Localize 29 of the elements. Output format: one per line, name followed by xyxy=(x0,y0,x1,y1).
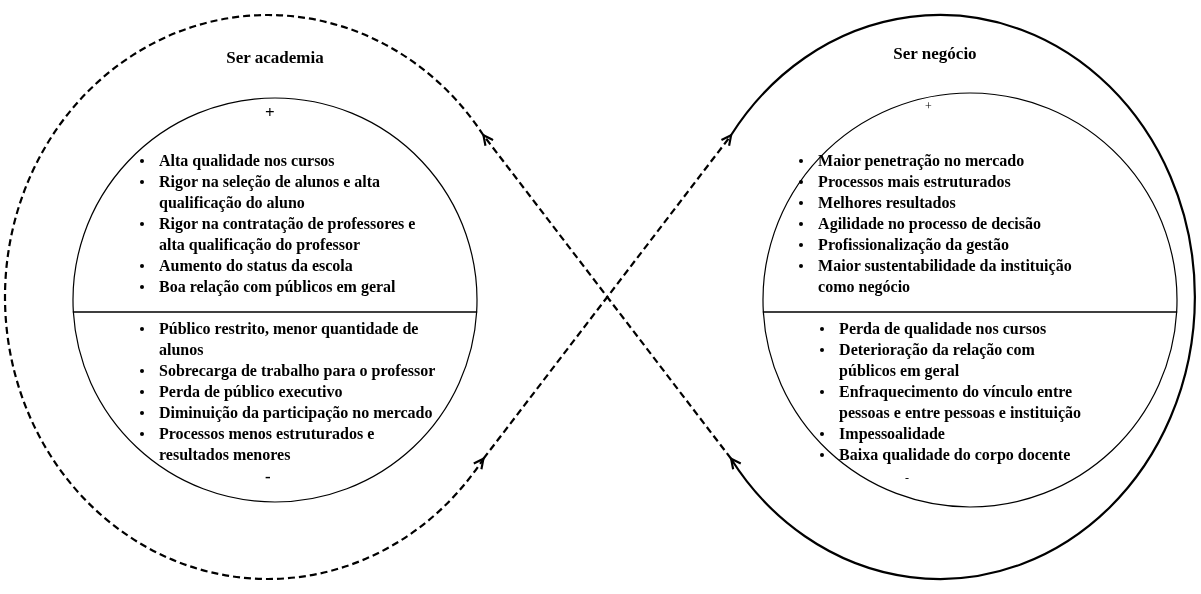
list-item: Perda de público executivo xyxy=(159,382,343,402)
list-item: Impessoalidade xyxy=(839,424,945,444)
list-item: Perda de qualidade nos cursos xyxy=(839,319,1047,339)
minus-sign: - xyxy=(905,472,910,484)
list-item: Maior sustentabilidade da instituição como negócio xyxy=(818,256,1073,297)
plus-sign: + xyxy=(265,104,275,121)
list-item: Processos mais estruturados xyxy=(818,172,1011,192)
list-item: Baixa qualidade do corpo docente xyxy=(839,445,1071,465)
list-item: Aumento do status da escola xyxy=(159,256,353,276)
list-item: Alta qualidade nos cursos xyxy=(159,151,335,171)
minus-sign: - xyxy=(265,468,271,485)
list-item: Rigor na contratação de professores e alta qualificação do professor xyxy=(159,214,417,255)
list-item: Maior penetração no mercado xyxy=(818,151,1025,171)
list-item: Processos menos estruturados e resultados menores xyxy=(159,424,376,465)
list-item: Diminuição da participação no mercado xyxy=(159,403,433,423)
list-item: Profissionalização da gestão xyxy=(818,235,1009,255)
list-item: Público restrito, menor quantidade de alunos xyxy=(159,319,420,360)
loop-heading: Ser negócio xyxy=(893,43,977,65)
plus-sign: + xyxy=(925,100,932,112)
list-item: Deterioração da relação com públicos em geral xyxy=(839,340,1036,381)
list-item: Enfraquecimento do vínculo entre pessoas e entre pessoas e instituição xyxy=(839,382,1083,423)
list-item: Melhores resultados xyxy=(818,193,956,213)
list-item: Sobrecarga de trabalho para o professor xyxy=(159,361,436,381)
loop-heading: Ser academia xyxy=(226,47,324,69)
loop-ring xyxy=(731,15,1195,579)
list-item: Rigor na seleção de alunos e alta qualificação do aluno xyxy=(159,172,382,213)
loop-ring xyxy=(5,15,484,579)
list-item: Agilidade no processo de decisão xyxy=(818,214,1041,234)
list-item: Boa relação com públicos em geral xyxy=(159,277,396,297)
